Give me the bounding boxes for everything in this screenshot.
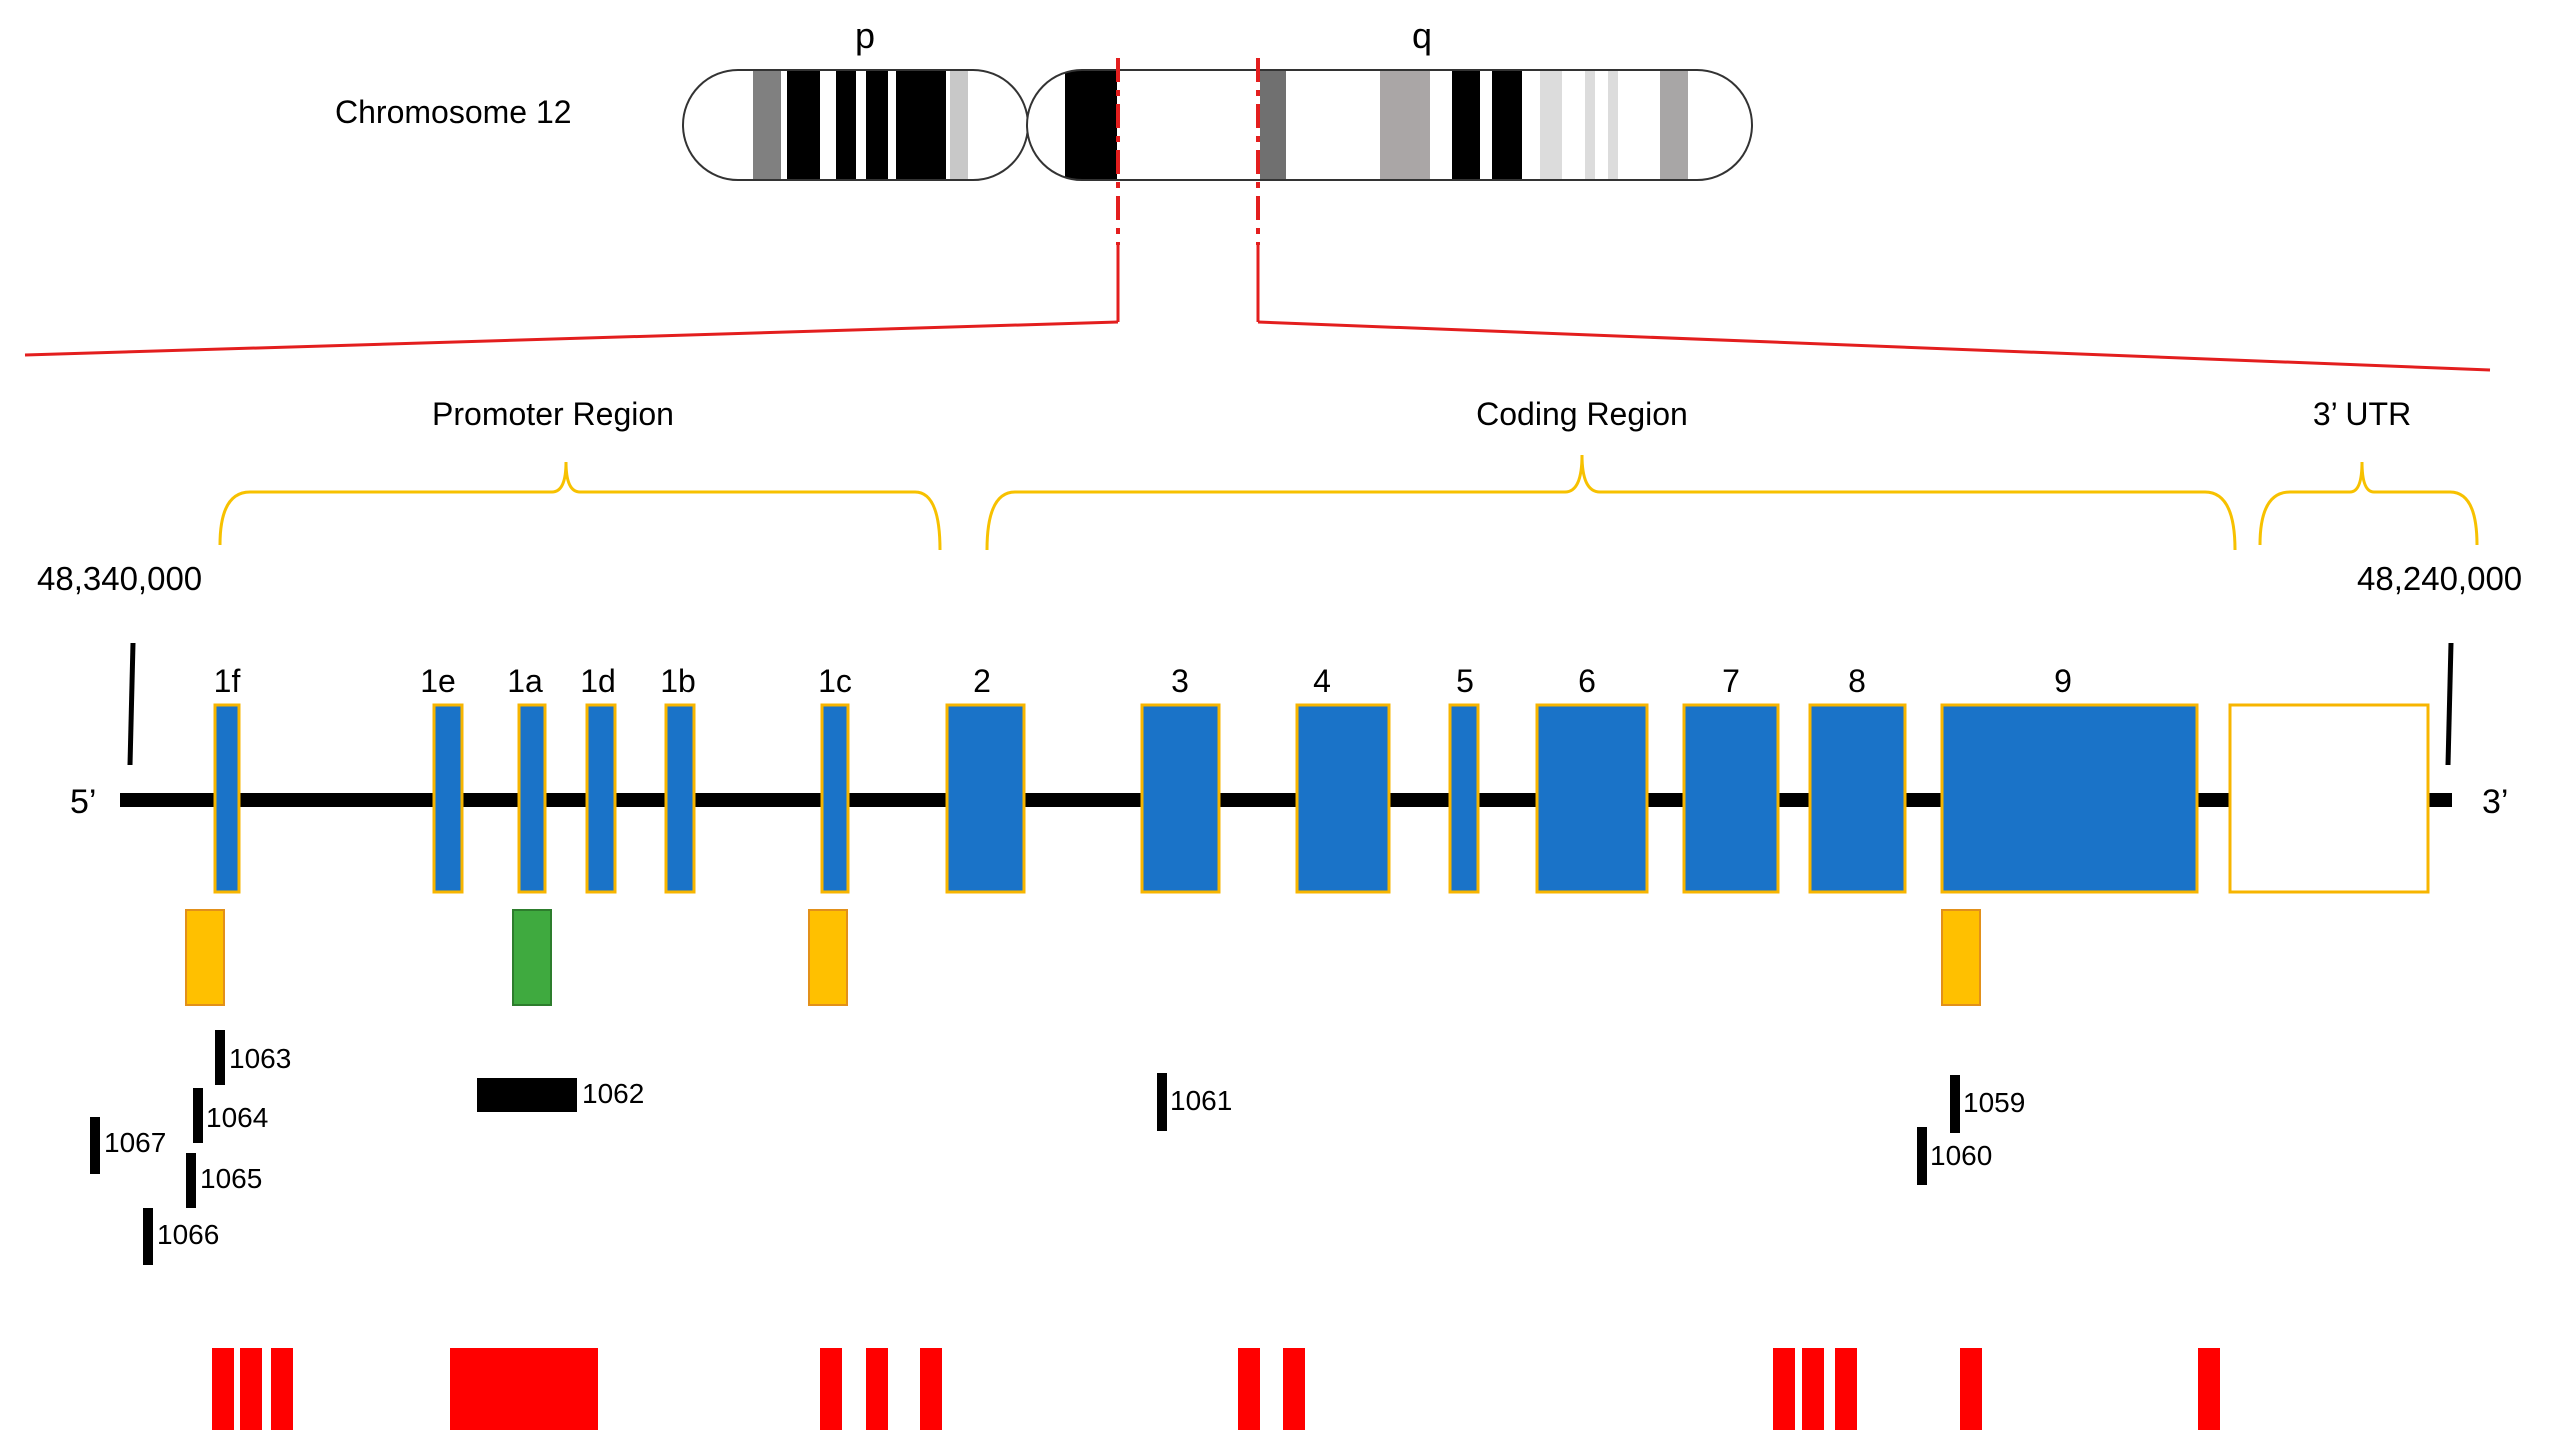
red-block [2198, 1348, 2220, 1430]
exon-1c [820, 703, 850, 894]
exon-label: 2 [973, 663, 991, 699]
exon-1f [213, 703, 241, 894]
exon-1e [432, 703, 464, 894]
marker-label: 1062 [582, 1078, 644, 1109]
marker-bar-1066 [143, 1208, 153, 1265]
marker-label: 1067 [104, 1127, 166, 1158]
red-block [240, 1348, 262, 1430]
exon-3 [1140, 703, 1221, 894]
exon-2 [945, 703, 1026, 894]
exon-7 [1682, 703, 1780, 894]
exon-label: 1e [420, 663, 456, 699]
marker-label: 1066 [157, 1219, 219, 1250]
marker-bar-1059 [1950, 1075, 1960, 1133]
red-block [1802, 1348, 1824, 1430]
exon-9 [1940, 703, 2199, 894]
red-block [1238, 1348, 1260, 1430]
red-block [866, 1348, 888, 1430]
exon-label: 3 [1171, 663, 1189, 699]
red-block [920, 1348, 942, 1430]
annotation-box-orange [185, 909, 225, 1006]
exon-label: 1f [214, 663, 241, 699]
coordinate-start-tick [127, 642, 136, 766]
marker-bar-1062 [477, 1078, 577, 1112]
red-block [1835, 1348, 1857, 1430]
annotation-box-green [512, 909, 552, 1006]
exon-1b [664, 703, 696, 894]
red-block [1773, 1348, 1795, 1430]
utr-region-label: 3’ UTR [2313, 396, 2411, 432]
annotation-box-orange [1941, 909, 1981, 1006]
exon-label: 1c [818, 663, 852, 699]
three-prime-label: 3’ [2482, 783, 2508, 821]
coordinate-start-label: 48,340,000 [37, 560, 202, 597]
chromosome-label: Chromosome 12 [335, 94, 572, 130]
exon-6 [1535, 703, 1649, 894]
red-block [1960, 1348, 1982, 1430]
marker-bar-1064 [193, 1088, 203, 1143]
exon-1d [585, 703, 617, 894]
exon-label: 9 [2054, 663, 2072, 699]
exon-label: 6 [1578, 663, 1596, 699]
five-prime-label: 5’ [70, 783, 96, 821]
coding-region-label: Coding Region [1476, 396, 1688, 432]
promoter-region-brace [218, 461, 942, 551]
exon-5 [1448, 703, 1480, 894]
marker-bar-1061 [1157, 1073, 1167, 1131]
marker-label: 1065 [200, 1163, 262, 1194]
marker-bar-1060 [1917, 1127, 1927, 1185]
exon-1a [517, 703, 547, 894]
coordinate-end-label: 48,240,000 [2357, 560, 2522, 597]
exon-label: 8 [1848, 663, 1866, 699]
exon-8 [1808, 703, 1907, 894]
exon-label: 7 [1722, 663, 1740, 699]
zoom-region-marker [24, 58, 2491, 372]
red-block [820, 1348, 842, 1430]
exon-label: 1d [580, 663, 616, 699]
coordinate-end-tick [2445, 642, 2454, 766]
promoter-region-label: Promoter Region [432, 396, 674, 432]
exon-label: 4 [1313, 663, 1331, 699]
utr-region-brace [2258, 461, 2479, 546]
exon-4 [1295, 703, 1391, 894]
chromosome-p-arm [682, 69, 1029, 181]
utr-exon [2228, 703, 2430, 894]
exon-label: 1a [507, 663, 543, 699]
q-arm-label: q [1412, 15, 1432, 56]
marker-label: 1061 [1170, 1085, 1232, 1116]
marker-bar-1065 [186, 1153, 196, 1208]
chromosome-q-arm [1026, 69, 1753, 181]
marker-bar-1067 [90, 1117, 100, 1174]
marker-label: 1059 [1963, 1087, 2025, 1118]
red-block [1283, 1348, 1305, 1430]
exon-label: 1b [660, 663, 696, 699]
coding-region-brace [985, 454, 2237, 551]
red-block [212, 1348, 234, 1430]
p-arm-label: p [855, 15, 875, 56]
annotation-box-orange [808, 909, 848, 1006]
marker-label: 1060 [1930, 1140, 1992, 1171]
red-block [271, 1348, 293, 1430]
marker-bar-1063 [215, 1030, 225, 1085]
red-block [450, 1348, 598, 1430]
exon-label: 5 [1456, 663, 1474, 699]
marker-label: 1064 [206, 1102, 268, 1133]
marker-label: 1063 [229, 1043, 291, 1074]
